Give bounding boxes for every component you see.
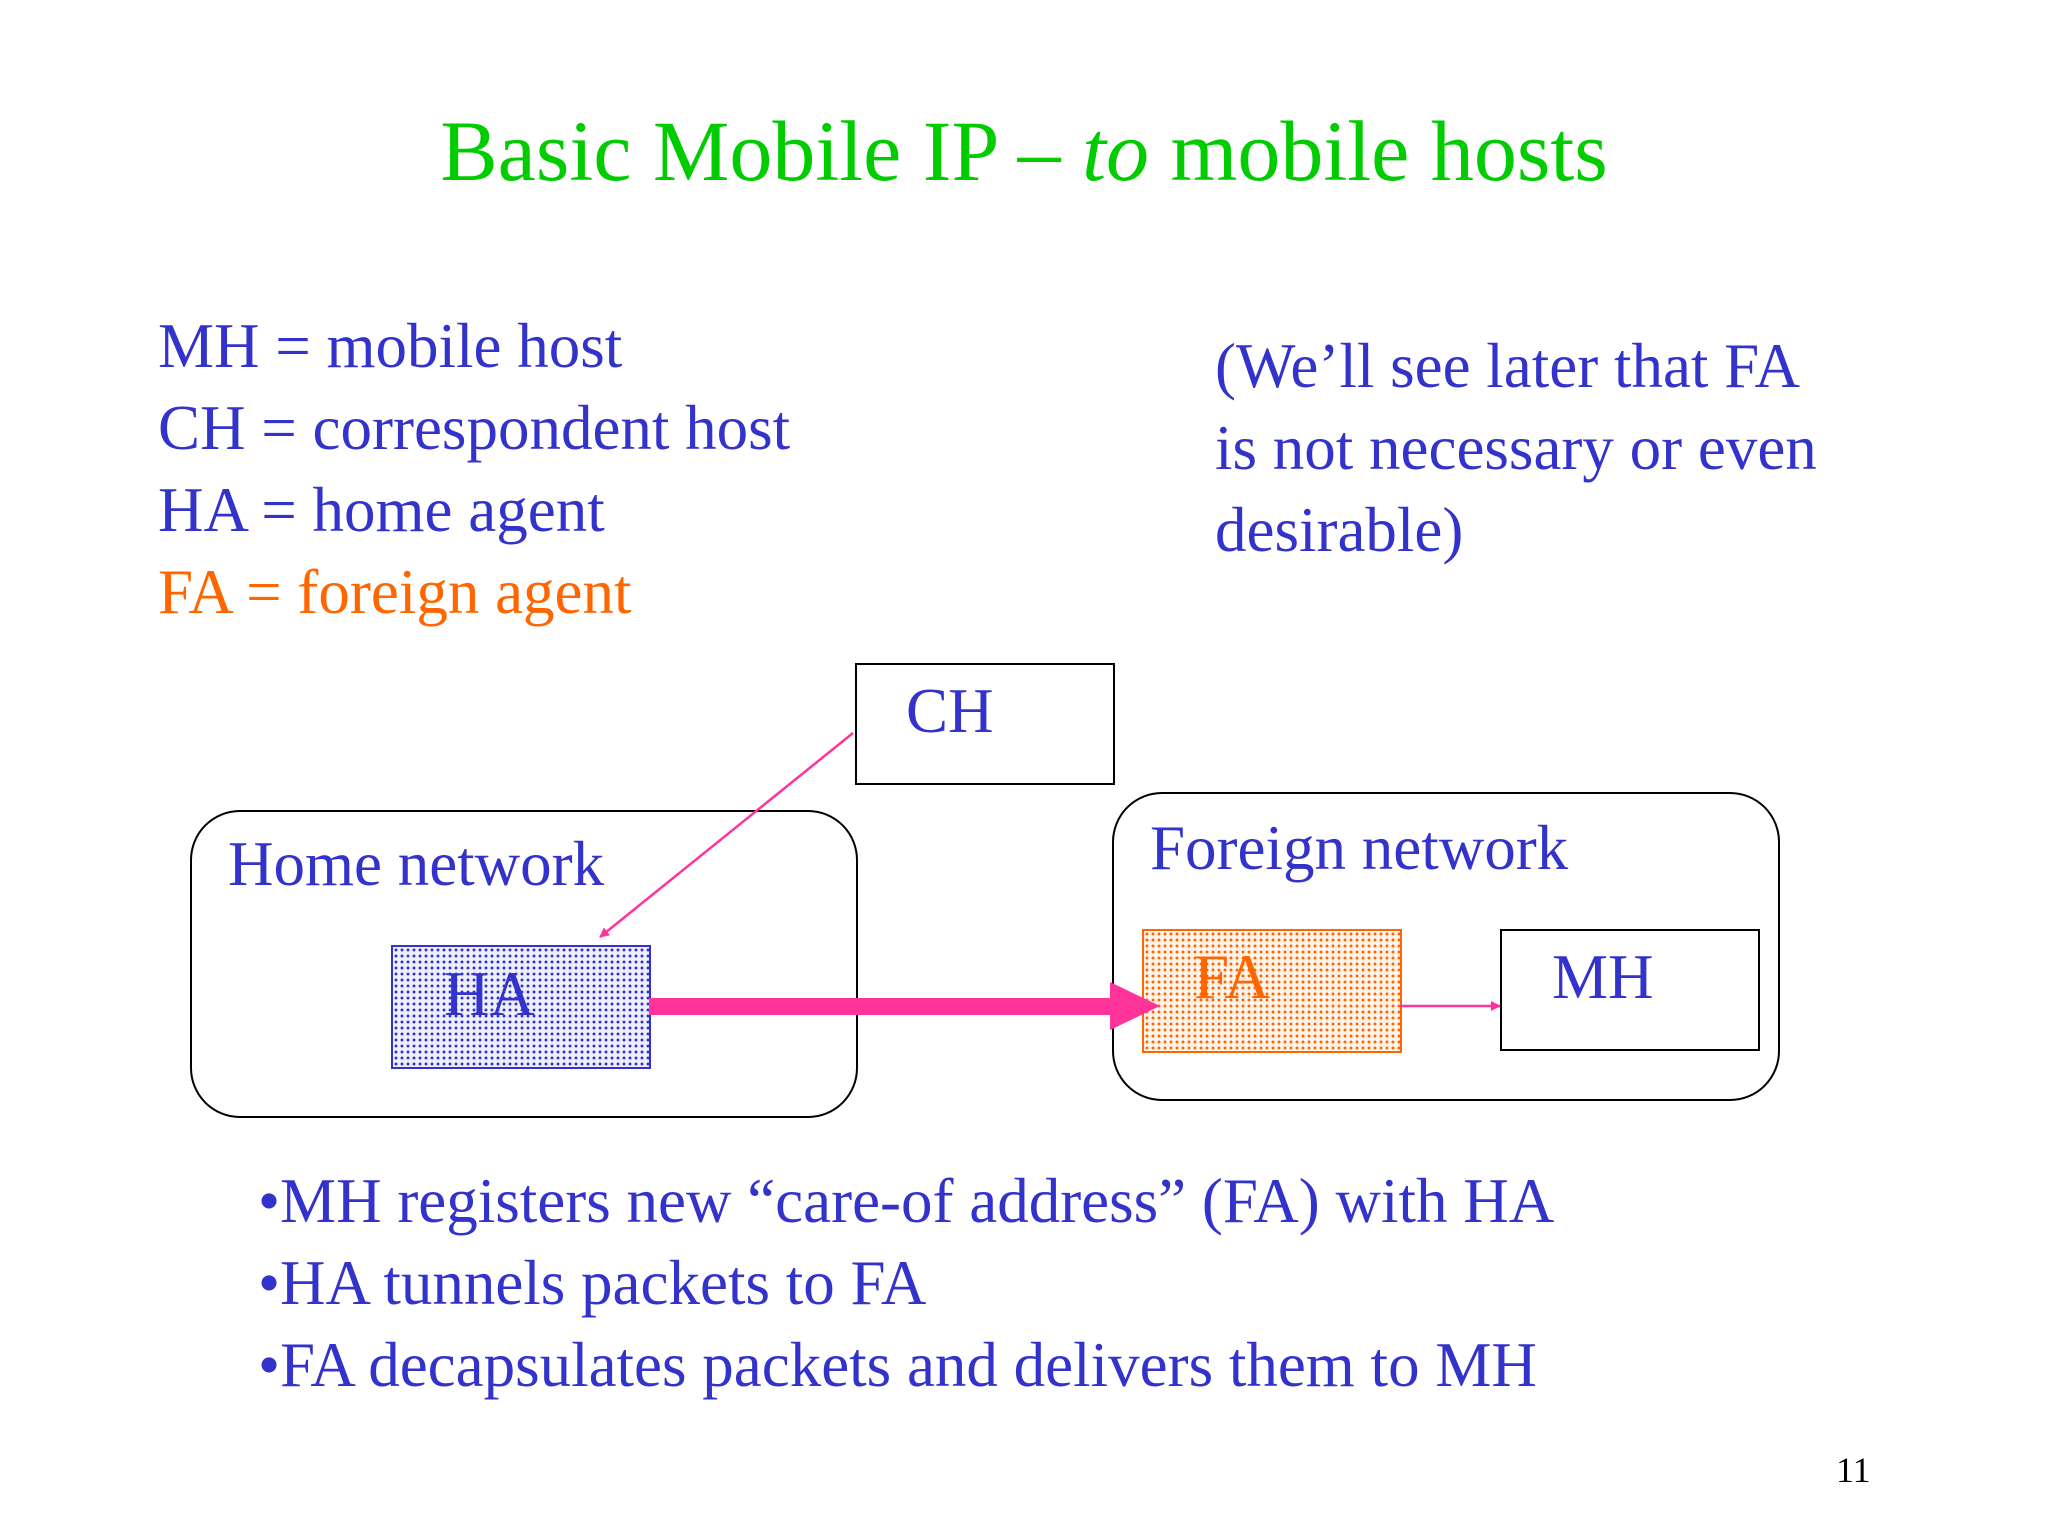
foreign-network-label: Foreign network — [1150, 813, 1569, 883]
mh-label: MH — [1552, 942, 1654, 1012]
definition-ch: CH = correspondent host — [158, 393, 791, 463]
slide-title: Basic Mobile IP – to mobile hosts — [0, 108, 2048, 194]
side-note-line: (We’ll see later that FA — [1215, 331, 1801, 401]
fa-box — [1142, 929, 1402, 1053]
bullet-item: •MH registers new “care-of address” (FA)… — [258, 1166, 1555, 1236]
mh-box — [1500, 929, 1760, 1051]
ch-box — [855, 663, 1115, 785]
title-italic: to — [1082, 103, 1149, 199]
side-note-line: is not necessary or even — [1215, 413, 1817, 483]
bullet-item: •HA tunnels packets to FA — [258, 1248, 927, 1318]
fa-label: FA — [1194, 942, 1270, 1012]
side-note: (We’ll see later that FA is not necessar… — [1215, 325, 1817, 571]
definition-list: MH = mobile host CH = correspondent host… — [158, 305, 790, 633]
bullet-list: •MH registers new “care-of address” (FA)… — [258, 1160, 1554, 1406]
definition-ha: HA = home agent — [158, 475, 605, 545]
definition-fa: FA = foreign agent — [158, 557, 632, 627]
ch-to-ha-arrow — [599, 732, 854, 938]
title-part1: Basic Mobile IP – — [440, 103, 1083, 199]
tunnel-arrow — [649, 982, 1160, 1030]
ch-label: CH — [906, 676, 994, 746]
bullet-item: •FA decapsulates packets and delivers th… — [258, 1330, 1537, 1400]
definition-mh: MH = mobile host — [158, 311, 623, 381]
home-network-label: Home network — [228, 829, 605, 899]
ha-box — [391, 945, 651, 1069]
page-number: 11 — [1836, 1450, 1871, 1490]
ha-label: HA — [444, 959, 535, 1029]
title-part2: mobile hosts — [1149, 103, 1608, 199]
side-note-line: desirable) — [1215, 495, 1464, 565]
